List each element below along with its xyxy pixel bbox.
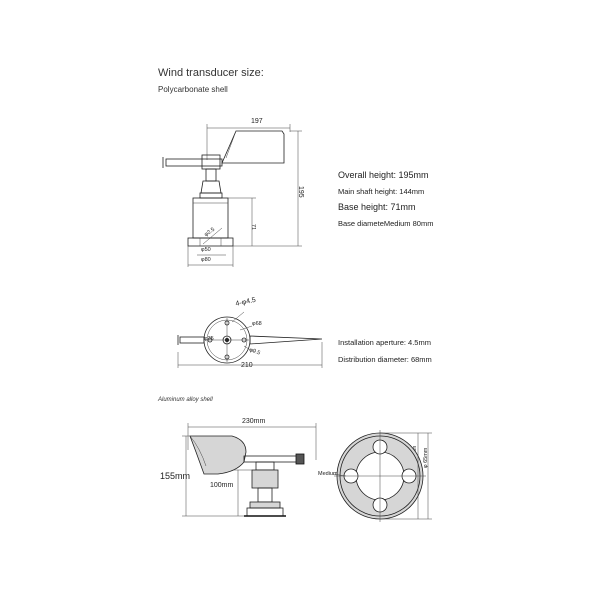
dim-pcd-phi68: φ68 [252, 321, 262, 327]
dim-phi80: φ80 [201, 257, 211, 263]
medium-label: Medium [318, 471, 338, 477]
dim-side-mark: φ35 [204, 336, 214, 342]
dim-width-230mm: 230mm [242, 418, 266, 425]
page-title: Wind transducer size: [158, 67, 264, 79]
aluminum-section-label: Aluminum alloy shell [158, 397, 213, 403]
spec-overall-height: Overall height: 195mm [338, 170, 429, 180]
spec-base-diameter: Base diameteMedium 80mm [338, 219, 434, 228]
dim-width-210: 210 [241, 362, 253, 369]
spec-base-height: Base height: 71mm [338, 202, 416, 212]
spec-installation-aperture: Installation aperture: 4.5mm [338, 338, 431, 347]
dim-height-155mm: 155mm [160, 471, 191, 481]
spec-distribution-diameter: Distribution diameter: 68mm [338, 355, 432, 364]
dim-base-100mm: 100mm [210, 482, 234, 489]
spec-main-shaft-height: Main shaft height: 144mm [338, 187, 425, 196]
poly-top-view [177, 311, 323, 368]
dim-width-197: 197 [251, 118, 263, 125]
dim-phi50: φ50 [201, 247, 211, 253]
polycarbonate-section-label: Polycarbonate shell [158, 85, 228, 94]
poly-side-view [162, 124, 302, 267]
alu-top-view [332, 430, 432, 522]
alu-side-view [182, 423, 317, 517]
